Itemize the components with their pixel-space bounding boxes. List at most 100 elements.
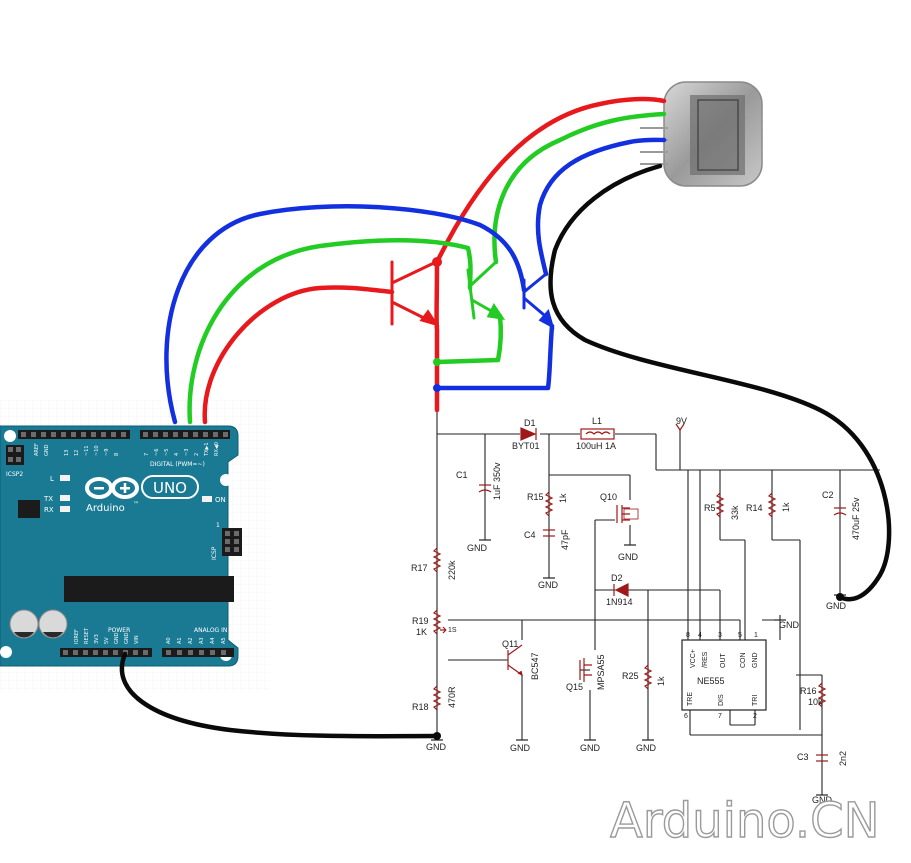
ic-pin-tre: TRE: [687, 692, 694, 706]
led-l: [60, 475, 70, 481]
digital-pin-label: ~6: [154, 449, 160, 456]
driver-transistors: [390, 260, 555, 330]
icsp-label: ICSP: [211, 546, 218, 560]
d2-ref: D2: [611, 573, 623, 583]
transistor-blue: [522, 272, 555, 330]
wire-black-arduino-gnd: [119, 651, 440, 739]
digital-pin-label: ~11: [84, 445, 90, 456]
atmega-chip: [64, 576, 234, 602]
ic-pin-tri: TRI: [752, 695, 759, 706]
digital-header: DIGITAL (PWM=~): [18, 430, 230, 468]
usb-chip: [18, 500, 40, 518]
ic-pin-num: 2: [753, 713, 757, 720]
c3-ref: C3: [797, 752, 809, 762]
arduino-logo: UNO Arduino ™: [85, 475, 199, 514]
r15-ref: R15: [527, 492, 544, 502]
analog-pin-label: A1: [177, 637, 183, 644]
wire-green-tube: [492, 111, 667, 265]
r17-value: 220k: [447, 560, 457, 580]
led-l-label: L: [50, 475, 54, 483]
gnd-label-c2: GND: [826, 601, 847, 611]
resistor-r17: [432, 547, 442, 573]
l1-ref: L1: [592, 416, 602, 426]
power-analog-header: POWER ANALOG IN: [60, 627, 234, 657]
mount-hole: [0, 646, 12, 658]
gnd-label-r25: GND: [636, 743, 657, 753]
transistor-green: [466, 260, 506, 321]
gnd-label-c4: GND: [538, 580, 559, 590]
power-label: POWER: [108, 627, 130, 634]
schematic-labels: D1 BYT01 L1 100uH 1A 9V C1 1uF 350v R15 …: [411, 416, 861, 805]
r18-value: 470R: [447, 686, 457, 708]
supply-arrow: [675, 423, 685, 431]
q15-value: MPSA55: [596, 654, 606, 690]
ic-pin-gnd: GND: [752, 652, 759, 668]
hv-power-schematic: [436, 400, 880, 795]
ic-pin-dis: DIS: [718, 694, 725, 706]
transistor-red: [390, 260, 440, 327]
d1-value: BYT01: [512, 441, 540, 451]
wire-blue-emitter: [434, 323, 555, 391]
power-pin-label: VIN: [134, 635, 140, 644]
ic-pin-vcc: VCC+: [690, 649, 697, 668]
gnd-label-c3: GND: [812, 795, 833, 805]
wire-green-emitter: [434, 313, 504, 365]
r25-ref: R25: [622, 671, 639, 681]
power-pin-label: IOREF: [74, 629, 80, 644]
r17-ref: R17: [411, 563, 428, 573]
digital-pin-label: TX▶1: [204, 442, 210, 457]
power-pin-label: 5V: [104, 637, 110, 644]
resistor-r5: [715, 492, 725, 518]
ic-pin-out: OUT: [720, 653, 727, 669]
board-capacitors: [9, 609, 68, 639]
wire-red-base: [202, 285, 395, 425]
ic-pin-num: 4: [698, 632, 702, 639]
led-tx: [60, 495, 70, 501]
r19-ref: R19: [412, 616, 429, 626]
power-pin-label: GND: [124, 632, 130, 644]
r14-ref: R14: [746, 503, 763, 513]
ic-pin-num: 3: [718, 632, 722, 639]
q11-value: BC547: [530, 652, 540, 680]
digital-pwm-label: DIGITAL (PWM=~): [150, 461, 205, 468]
gnd-label-q11: GND: [510, 743, 531, 753]
gnd-label-r18: GND: [426, 742, 447, 752]
ic-pin-res: /RES: [702, 651, 709, 668]
status-leds: L TX RX ON: [43, 475, 226, 514]
digital-pin-label: ~3: [184, 449, 190, 456]
transistor-q15: [579, 658, 592, 682]
r19-pin-label: 1S: [448, 627, 457, 634]
c2-ref: C2: [822, 490, 834, 500]
digital-pin-label: ~10: [94, 445, 100, 456]
ic-pin-num: 6: [684, 713, 688, 720]
q10-ref: Q10: [600, 492, 617, 502]
analog-pin-label: A3: [199, 637, 205, 644]
wire-green-base: [187, 237, 473, 425]
c3-value: 2n2: [838, 751, 848, 766]
gnd-label-q10: GND: [618, 552, 639, 562]
resistor-r16: [817, 682, 827, 708]
transistor-q11: [507, 644, 523, 677]
gnd-label-q15: GND: [580, 743, 601, 753]
junction-dot: [433, 732, 441, 740]
trademark-symbol: ™: [133, 501, 139, 508]
d1-ref: D1: [524, 418, 536, 428]
led-rx-label: RX: [44, 506, 54, 514]
junction-dot: [432, 257, 442, 267]
wire-black-tube-gnd: [548, 163, 892, 602]
power-pin-label: 3V3: [94, 634, 100, 644]
analog-pin-label: A5: [221, 637, 227, 644]
icsp2-header: ICSP2: [6, 445, 24, 478]
digital-pin-label: AREF: [34, 443, 40, 456]
r14-value: 1k: [781, 502, 791, 512]
r25-value: 1k: [656, 676, 666, 686]
nixie-tube: [640, 81, 763, 187]
digital-pin-label: RX◀0: [214, 442, 220, 456]
wire-blue-base: [164, 204, 527, 425]
mosfet-q10: [616, 505, 639, 523]
led-on: [202, 496, 212, 502]
power-pin-label: GND: [114, 632, 120, 644]
junction-dot: [836, 593, 844, 601]
ne555-ic: [681, 639, 767, 711]
ic-pin-con: CON: [740, 652, 747, 668]
